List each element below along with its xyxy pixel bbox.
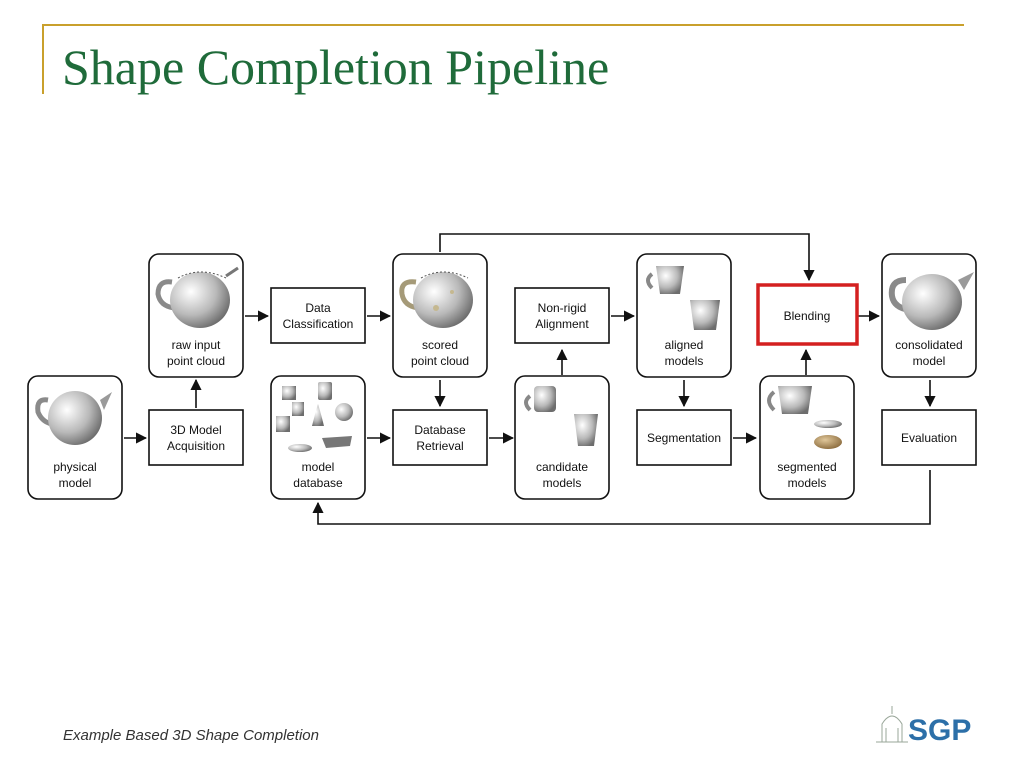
model-database-icon — [276, 382, 353, 452]
classification-label-1: Data — [305, 301, 331, 315]
title-rule-side — [42, 24, 44, 94]
model-database-label-2: database — [293, 476, 343, 490]
retrieval-label-2: Retrieval — [416, 439, 463, 453]
alignment-box — [514, 287, 610, 344]
footer-text: Example Based 3D Shape Completion — [63, 727, 319, 744]
aligned-models-label-2: models — [665, 354, 704, 368]
segmentation-label: Segmentation — [647, 431, 721, 445]
segmentation-box — [636, 409, 732, 466]
model-database-label-1: model — [302, 460, 335, 474]
alignment-label-1: Non-rigid — [538, 301, 587, 315]
retrieval-label-1: Database — [414, 423, 466, 437]
sgp-logo: SGP — [876, 706, 971, 747]
physical-model-label-1: physical — [53, 460, 96, 474]
retrieval-box — [392, 409, 488, 466]
slide-title: Shape Completion Pipeline — [62, 39, 610, 95]
acquisition-label-1: 3D Model — [170, 423, 221, 437]
arrow-evaluation-to-database — [312, 470, 931, 525]
raw-point-cloud-icon — [155, 266, 239, 328]
blending-label: Blending — [784, 309, 831, 323]
alignment-label-2: Alignment — [535, 317, 589, 331]
segmented-models-label-1: segmented — [777, 460, 836, 474]
raw-cloud-label-2: point cloud — [167, 354, 225, 368]
consolidated-label-2: model — [913, 354, 946, 368]
sgp-logo-text: SGP — [908, 714, 971, 747]
blending-box-highlighted — [756, 283, 859, 346]
candidate-models-label-2: models — [543, 476, 582, 490]
aligned-models-icon — [646, 266, 720, 330]
aligned-models-label-1: aligned — [665, 338, 704, 352]
scored-cloud-label-2: point cloud — [411, 354, 469, 368]
consolidated-teapot-icon — [888, 272, 974, 330]
physical-model-label-2: model — [59, 476, 92, 490]
candidate-models-label-1: candidate — [536, 460, 588, 474]
candidate-models-icon — [524, 386, 598, 446]
acquisition-label-2: Acquisition — [167, 439, 225, 453]
title-rule-top — [42, 24, 964, 26]
segmented-models-icon — [767, 386, 842, 449]
consolidated-label-1: consolidated — [895, 338, 962, 352]
evaluation-label: Evaluation — [901, 431, 957, 445]
classification-box — [270, 287, 366, 344]
classification-label-2: Classification — [283, 317, 354, 331]
segmented-models-label-2: models — [788, 476, 827, 490]
acquisition-box — [148, 409, 244, 466]
evaluation-box — [881, 409, 977, 466]
scored-cloud-label-1: scored — [422, 338, 458, 352]
physical-teapot-icon — [35, 391, 112, 445]
scored-point-cloud-icon — [399, 271, 473, 328]
arrow-scored-to-blending — [439, 233, 815, 282]
raw-cloud-label-1: raw input — [172, 338, 221, 352]
